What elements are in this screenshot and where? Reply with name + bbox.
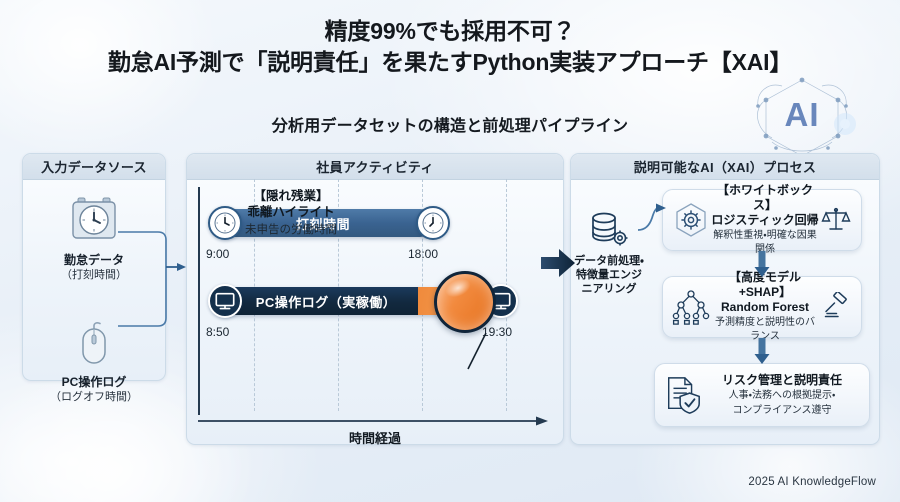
source-item-pc-log: PC操作ログ （ログオフ時間） xyxy=(22,320,166,405)
whitebox-subtitle: 解釈性重視・明確な因果関係 xyxy=(713,230,817,255)
ai-logo-text: AI xyxy=(784,96,820,133)
document-shield-check-icon xyxy=(663,373,703,417)
clock-icon-start xyxy=(208,206,242,240)
source-label-pc-log: PC操作ログ xyxy=(61,375,127,389)
random-forest-card[interactable]: 【高度モデル+SHAP】 Random Forest 予測精度と説明性のバランス xyxy=(662,270,862,342)
risk-card-text: リスク管理と説明責任 人事・法務への根拠提示・ コンプライアンス遵守 xyxy=(703,373,861,418)
callout-leader-line xyxy=(467,332,487,370)
decision-tree-icon xyxy=(671,289,711,325)
source-label-attendance: 勤怠データ xyxy=(63,253,124,267)
time-clock-icon xyxy=(22,192,166,248)
preprocess-line-2: 特徴量エンジ xyxy=(576,269,642,281)
callout-line-3: 未申告の労働時間 xyxy=(245,224,337,236)
gear-hexagon-icon xyxy=(671,202,711,238)
computer-mouse-icon xyxy=(22,320,166,370)
database-gear-icon xyxy=(566,210,652,250)
source-sub-pc-log: （ログオフ時間） xyxy=(50,391,138,403)
callout-line-2: 乖離ハイライト xyxy=(247,205,335,219)
page-title: 精度99%でも採用不可？ 勤怠AI予測で「説明責任」を果たすPython実装アプ… xyxy=(0,16,900,78)
time-label-pc-start: 8:50 xyxy=(206,325,230,339)
random-forest-title-1: 【高度モデル+SHAP】 xyxy=(728,270,801,299)
panel-input-header: 入力データソース xyxy=(23,154,165,180)
risk-subtitle-2: コンプライアンス遵守 xyxy=(732,404,832,416)
activity-timeline: 打刻時間 xyxy=(186,179,564,446)
timeline-bar-pc-log-label: PC操作ログ（実稼働） xyxy=(255,294,397,310)
flow-arrow-to-xai xyxy=(541,249,575,277)
gavel-icon xyxy=(819,292,853,322)
arrow-preprocess-to-whitebox xyxy=(638,203,666,231)
whitebox-title-1: 【ホワイトボックス】 xyxy=(716,183,813,212)
timeline-axis-caption: 時間経過 xyxy=(348,431,401,446)
title-line-2: 勤怠AI予測で「説明責任」を果たすPython実装アプローチ【XAI】 xyxy=(107,49,793,75)
hidden-overtime-callout: 【隠れ残業】 乖離ハイライト 未申告の労働時間 xyxy=(196,188,386,239)
timeline-axis-arrow xyxy=(198,416,548,426)
whitebox-card-text: 【ホワイトボックス】 ロジスティック回帰 解釈性重視・明確な因果関係 xyxy=(711,183,819,257)
risk-title-1: リスク管理と説明責任 xyxy=(721,372,842,387)
arrow-whitebox-to-randomforest xyxy=(754,251,770,277)
panel-middle-header: 社員アクティビティ xyxy=(187,154,563,180)
source-sub-attendance: （打刻時間） xyxy=(61,269,127,281)
ai-network-logo: AI xyxy=(742,72,862,159)
time-label-stamp-start: 9:00 xyxy=(206,247,230,261)
callout-line-1: 【隠れ残業】 xyxy=(253,189,329,203)
whitebox-title-2: ロジスティック回帰 xyxy=(711,213,819,227)
random-forest-title-2: Random Forest xyxy=(720,300,809,314)
preprocess-node: データ前処理・ 特徴量エンジ ニアリング xyxy=(566,210,652,296)
footer-credit: 2025 AI KnowledgeFlow xyxy=(748,476,876,488)
random-forest-card-text: 【高度モデル+SHAP】 Random Forest 予測精度と説明性のバランス xyxy=(711,270,819,344)
clock-icon-end xyxy=(416,206,450,240)
panel-xai-header: 説明可能なAI（XAI）プロセス xyxy=(571,154,879,180)
timeline-bar-stamp[interactable]: 打刻時間 xyxy=(212,209,434,237)
preprocess-line-1: データ前処理・ xyxy=(574,255,644,267)
random-forest-subtitle: 予測精度と説明性のバランス xyxy=(715,317,815,342)
time-label-stamp-end: 18:00 xyxy=(408,247,439,261)
preprocess-line-3: ニアリング xyxy=(581,283,637,295)
timeline-y-axis xyxy=(198,187,200,415)
title-line-1: 精度99%でも採用不可？ xyxy=(324,18,576,44)
timeline-bar-stamp-label: 打刻時間 xyxy=(295,216,350,232)
magnifier-highlight-icon xyxy=(434,271,496,333)
source-item-attendance: 勤怠データ （打刻時間） xyxy=(22,192,166,283)
scales-icon xyxy=(819,205,853,235)
monitor-icon-start xyxy=(208,284,242,318)
whitebox-card[interactable]: 【ホワイトボックス】 ロジスティック回帰 解釈性重視・明確な因果関係 xyxy=(662,183,862,255)
risk-subtitle-1: 人事・法務への根拠提示・ xyxy=(728,389,836,401)
risk-card[interactable]: リスク管理と説明責任 人事・法務への根拠提示・ コンプライアンス遵守 xyxy=(654,363,870,427)
arrow-randomforest-to-risk xyxy=(754,338,770,364)
time-label-pc-end: 19:30 xyxy=(482,325,513,339)
page-subtitle: 分析用データセットの構造と前処理パイプライン xyxy=(271,118,629,135)
